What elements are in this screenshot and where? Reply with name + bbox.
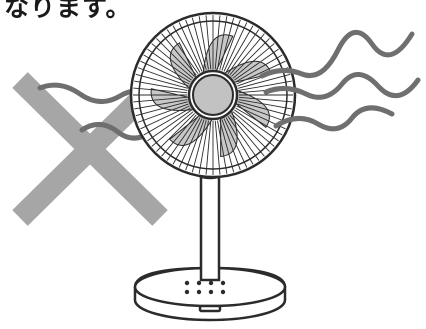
base-button-dot xyxy=(209,281,213,285)
base-button-dot xyxy=(197,290,201,294)
fan-hub xyxy=(193,75,233,115)
base-button-dot xyxy=(209,290,213,294)
base-button-dot xyxy=(221,290,225,294)
base-button-dot xyxy=(221,281,225,285)
base-button-dot xyxy=(197,281,201,285)
base-button-dot xyxy=(185,281,189,285)
fan-head xyxy=(131,13,295,177)
base-button-dot xyxy=(185,290,189,294)
